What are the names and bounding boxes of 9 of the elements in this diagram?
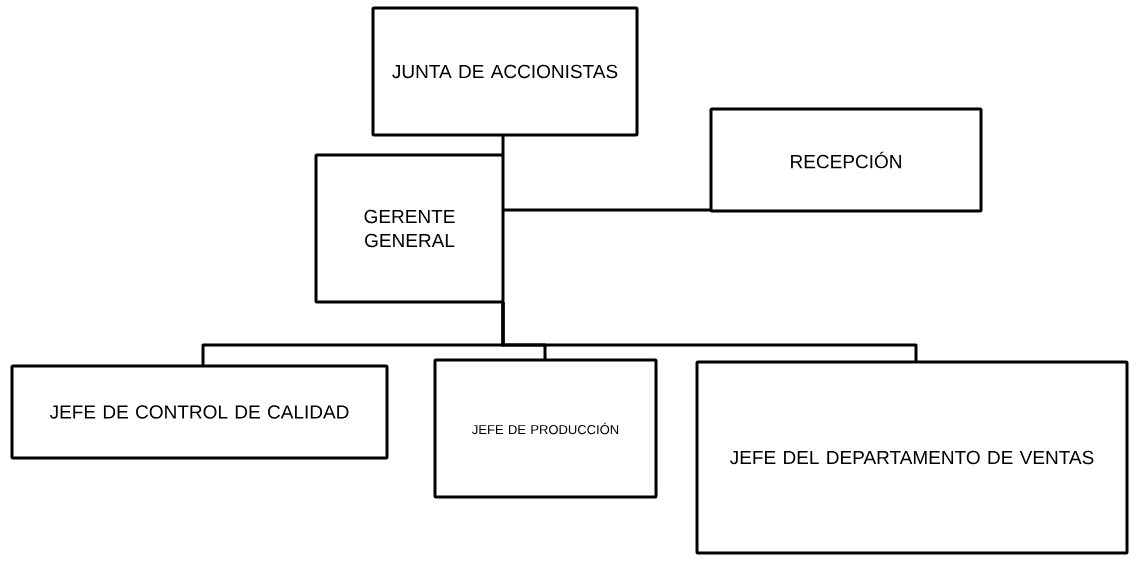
org-box: JEFE DEL DEPARTAMENTO DE VENTAS [695,360,1129,555]
connector-line [503,208,711,212]
org-box: JUNTA DE ACCIONISTAS [371,6,639,137]
connector-line [501,302,918,362]
org-box: JEFE DE PRODUCCIÓN [433,358,658,499]
org-box: GERENTE GENERAL [314,153,505,304]
org-box: JEFE DE CONTROL DE CALIDAD [10,364,389,460]
connector-line [501,135,505,155]
org-box: RECEPCIÓN [709,107,983,213]
